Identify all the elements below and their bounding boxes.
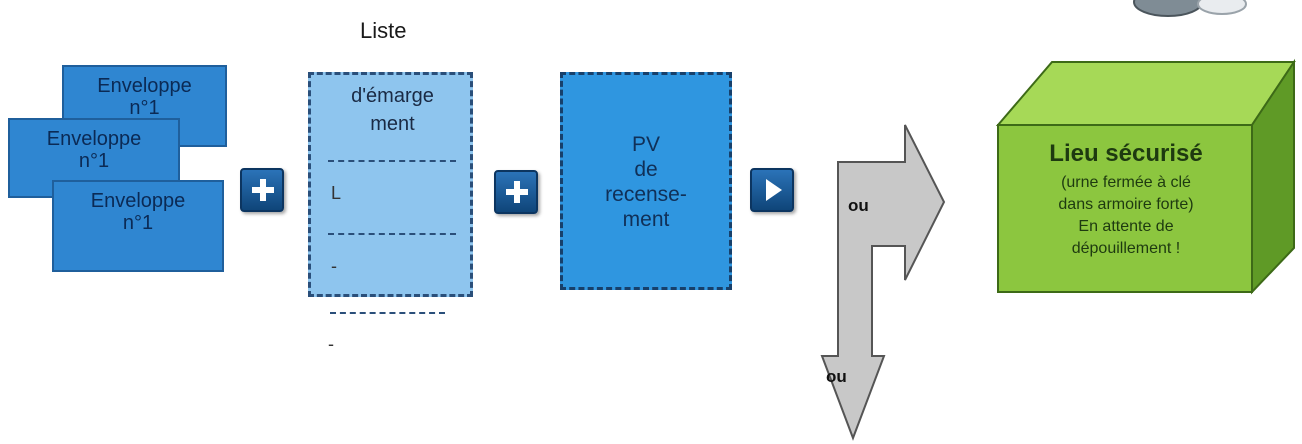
- top-right-object-icon: [1133, 0, 1247, 17]
- pv-label-line3: recense-: [605, 183, 687, 206]
- plus-icon: [494, 170, 538, 214]
- secure-place-line: (urne fermée à clé: [1061, 174, 1191, 191]
- liste-divider: [330, 312, 445, 314]
- envelope-label-line2: n°1: [129, 97, 160, 119]
- envelope-label-line2: n°1: [78, 150, 110, 172]
- secure-place-label: Lieu sécurisé (urne fermée à clé dans ar…: [1000, 140, 1252, 260]
- liste-mark: -: [331, 256, 337, 276]
- pv-label: PV de recense- ment: [562, 132, 730, 232]
- liste-emargement-box: [308, 72, 473, 297]
- envelope-label-line1: Enveloppe: [90, 190, 186, 212]
- pv-label-line1: PV: [631, 133, 660, 156]
- secure-place-line: dans armoire forte): [1058, 196, 1194, 213]
- plus-icon: [240, 168, 284, 212]
- box-top-face: [995, 61, 1296, 126]
- liste-mark: -: [328, 334, 334, 354]
- envelope-card: Enveloppe n°1: [52, 180, 224, 272]
- pv-recensement-box: [560, 72, 732, 290]
- envelope-label-line1: Enveloppe: [97, 75, 192, 97]
- secure-place-line: En attente de: [1078, 218, 1174, 235]
- secure-place-line: dépouillement !: [1071, 240, 1181, 257]
- box-front-face: [997, 124, 1253, 293]
- secure-place-title: Lieu sécurisé: [1049, 140, 1203, 167]
- liste-label: d'émarge ment: [330, 82, 455, 138]
- arrow-down-label: ou: [826, 367, 847, 386]
- arrow-right-label: ou: [848, 196, 869, 215]
- liste-divider: [328, 160, 456, 162]
- liste-label-line1: d'émarge: [351, 85, 434, 107]
- liste-divider: [328, 233, 456, 235]
- pv-label-line4: ment: [622, 208, 670, 231]
- envelope-label-line2: n°1: [122, 212, 154, 234]
- liste-label-line2: ment: [370, 113, 415, 135]
- play-icon: [750, 168, 794, 212]
- envelope-label-line1: Enveloppe: [46, 128, 142, 150]
- pv-label-line2: de: [634, 158, 658, 181]
- liste-title: Liste: [360, 18, 407, 43]
- liste-mark: L: [331, 183, 342, 203]
- branch-arrow-shape: [820, 124, 946, 441]
